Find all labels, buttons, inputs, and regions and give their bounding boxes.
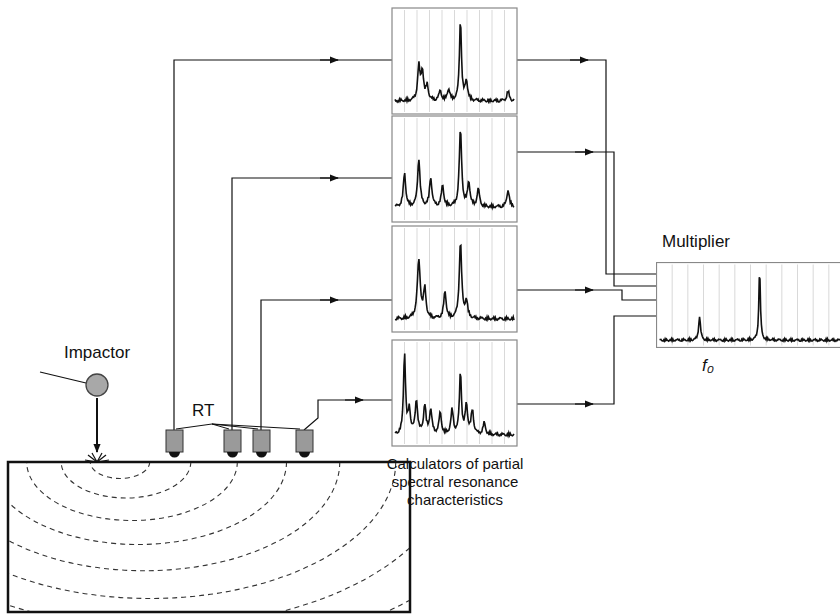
calculator-caption: Calculators of partial spectral resonanc… <box>384 455 526 509</box>
resonance-transducers <box>166 430 313 458</box>
product-spectrum <box>656 262 840 348</box>
spectrum-panels <box>392 8 517 446</box>
leader-lines <box>176 424 300 429</box>
impact-burst <box>85 453 109 462</box>
impact-arrow <box>96 398 98 452</box>
frequency-symbol: f₀ <box>702 356 714 376</box>
transducer-label: RT <box>192 401 214 421</box>
ball-outline <box>85 373 109 397</box>
multiplier-panel: Multiplier <box>656 262 840 348</box>
specimen-block <box>8 462 410 612</box>
impactor-ball: Impactor <box>85 373 109 397</box>
impactor-rod <box>40 372 86 383</box>
multiplier-label: Multiplier <box>662 232 730 252</box>
impactor-label: Impactor <box>64 343 130 363</box>
wave-fronts <box>9 463 409 611</box>
